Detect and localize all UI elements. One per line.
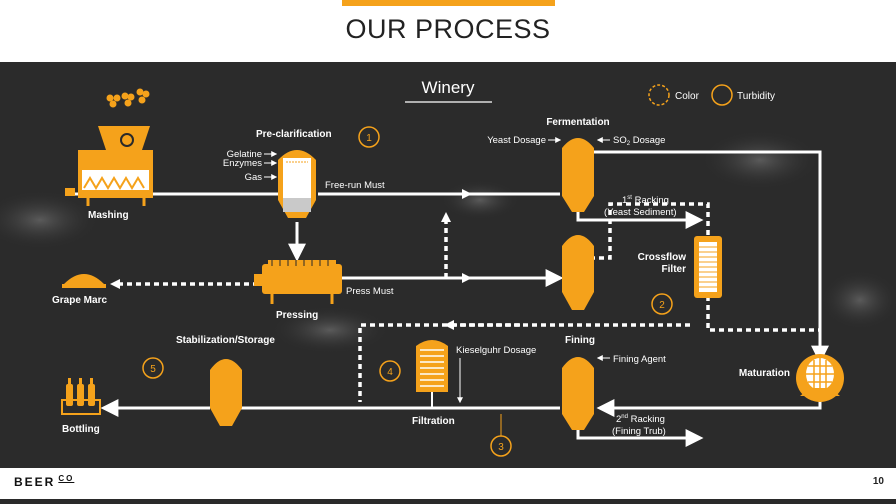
flow-arrowheads: [462, 189, 472, 283]
brand-suffix: CO: [58, 474, 75, 483]
label-grape-marc: Grape Marc: [52, 295, 107, 306]
page-title: OUR PROCESS: [345, 14, 551, 44]
process-point-4: 4: [379, 360, 401, 382]
storage-tank-icon: [210, 359, 242, 426]
brand-name: BEER: [14, 475, 56, 489]
process-diagram: Winery Color Turbidity: [0, 62, 896, 468]
label-gelatine: Gelatine: [227, 149, 262, 160]
grape-marc-icon: [62, 274, 106, 288]
label-mashing: Mashing: [88, 210, 129, 221]
label-bottling: Bottling: [62, 424, 100, 435]
label-first-racking: 1st Racking: [622, 195, 669, 206]
accent-bar: [342, 0, 555, 6]
label-enzymes: Enzymes: [223, 158, 262, 169]
press-machine-icon: [254, 260, 342, 304]
fining-tank-icon: [562, 357, 594, 430]
footer: [0, 468, 896, 504]
label-pressing: Pressing: [276, 310, 318, 321]
svg-text:1: 1: [366, 133, 372, 144]
legend-color-marker: [648, 84, 670, 106]
section-title: Winery: [422, 78, 475, 97]
label-maturation: Maturation: [739, 368, 790, 379]
input-arrows-pre-clarification: [264, 151, 278, 180]
svg-text:2: 2: [659, 300, 665, 311]
svg-text:4: 4: [387, 367, 393, 378]
label-free-run-must: Free-run Must: [325, 180, 385, 191]
label-pre-clarification: Pre-clarification: [256, 129, 332, 140]
mashing-machine-icon: [65, 88, 153, 206]
label-filter: Filter: [662, 264, 687, 275]
label-fermentation: Fermentation: [546, 117, 609, 128]
label-gas: Gas: [245, 172, 263, 183]
label-fining: Fining: [565, 335, 595, 346]
process-point-3: 3: [490, 414, 512, 457]
process-point-1: 1: [358, 126, 380, 148]
process-diagram-panel: Winery Color Turbidity: [0, 62, 896, 468]
label-so2-dosage: SO2 Dosage: [613, 135, 665, 147]
label-yeast-dosage: Yeast Dosage: [487, 135, 546, 146]
dotted-flow-lines: [120, 202, 820, 402]
svg-text:5: 5: [150, 364, 156, 375]
label-filtration: Filtration: [412, 416, 455, 427]
bottom-bar: [0, 499, 896, 504]
label-crossflow: Crossflow: [638, 252, 687, 263]
process-point-5: 5: [142, 357, 164, 379]
process-point-2: 2: [651, 293, 673, 315]
legend: Color Turbidity: [648, 84, 775, 106]
barrel-icon: [796, 354, 844, 402]
press-must-tank-icon: [562, 235, 594, 310]
grapes-icon: [106, 88, 150, 108]
label-fining-agent: Fining Agent: [613, 354, 666, 365]
legend-turbidity-marker: [711, 84, 733, 106]
label-kieselguhr-dosage: Kieselguhr Dosage: [456, 345, 536, 356]
label-press-must: Press Must: [346, 286, 394, 297]
crossflow-filter-icon: [694, 236, 722, 298]
label-fining-trub: (Fining Trub): [612, 426, 666, 437]
label-stabilization-storage: Stabilization/Storage: [176, 335, 275, 346]
pre-clarification-tank-icon: [278, 150, 316, 218]
page-number: 10: [872, 476, 884, 487]
label-yeast-sediment: (Yeast Sediment): [604, 207, 677, 218]
bottles-icon: [61, 378, 101, 415]
dotted-arrowheads: [110, 212, 454, 330]
fermentation-tank-icon: [562, 138, 594, 212]
legend-turbidity-label: Turbidity: [737, 91, 775, 102]
legend-color-label: Color: [675, 91, 700, 102]
label-second-racking: 2nd Racking: [616, 414, 665, 425]
svg-text:3: 3: [498, 442, 504, 453]
filtration-unit-icon: [416, 340, 448, 408]
